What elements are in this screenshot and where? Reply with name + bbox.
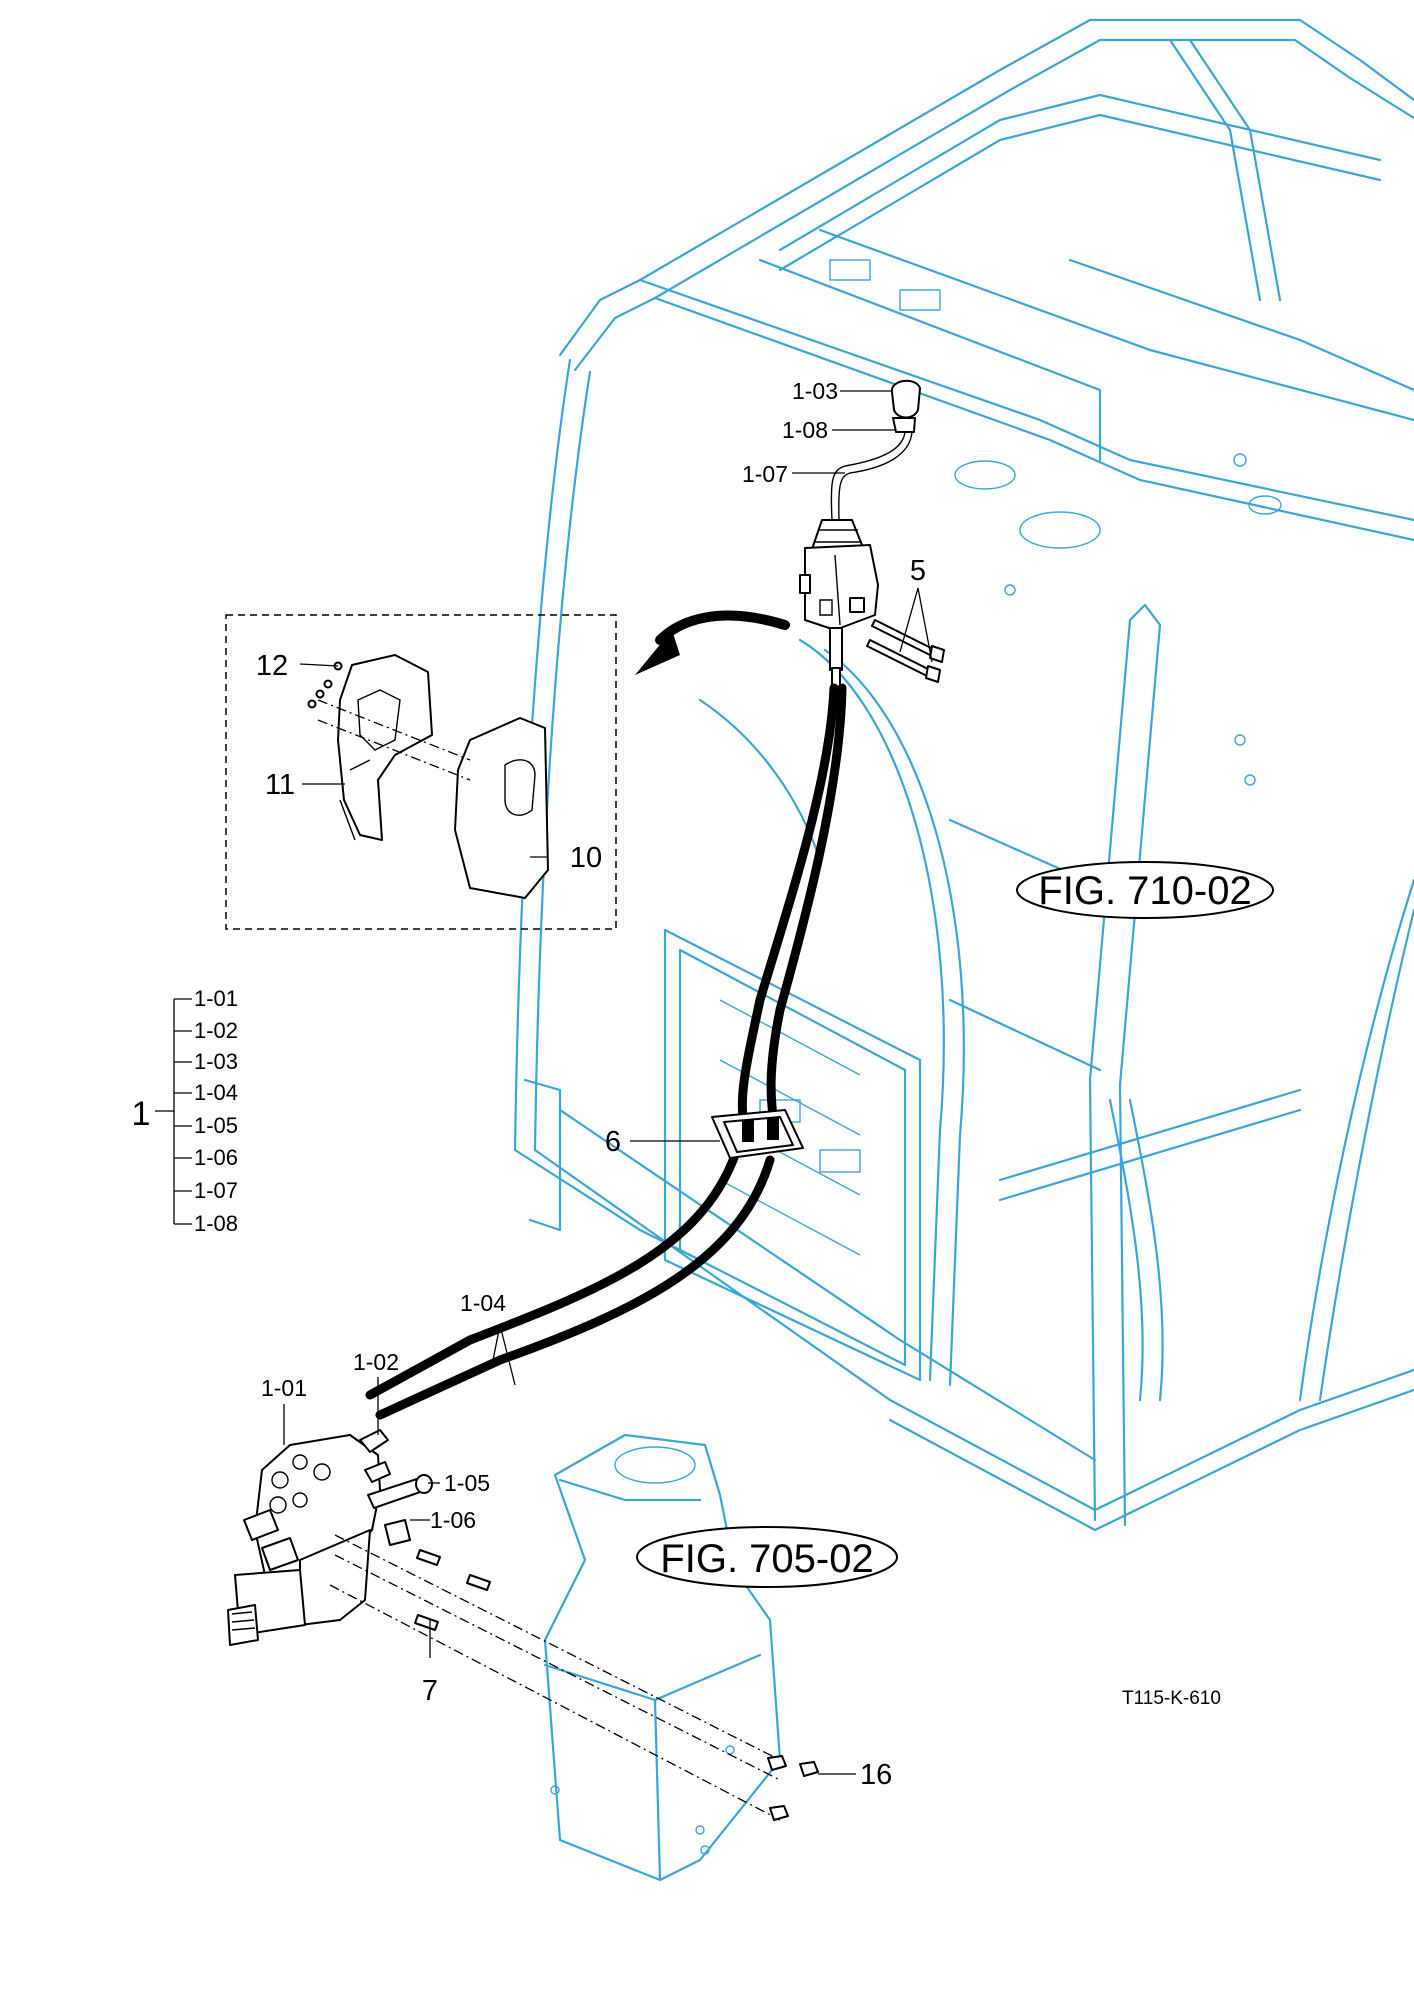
callout-1-03: 1-03 — [792, 378, 838, 404]
control-valve — [227, 1429, 433, 1646]
callout-1-08: 1-08 — [782, 417, 828, 443]
assembly-item-1-03: 1-03 — [194, 1049, 238, 1074]
bolts-item-5 — [866, 619, 945, 683]
leader-lines — [283, 390, 933, 1775]
assembly-item-1-08: 1-08 — [194, 1211, 238, 1236]
assembly-item-1-06: 1-06 — [194, 1145, 238, 1170]
callout-1-04: 1-04 — [460, 1290, 506, 1316]
drawing-code: T115-K-610 — [1122, 1688, 1221, 1709]
assembly-item-1-05: 1-05 — [194, 1113, 238, 1138]
assembly-item-1-01: 1-01 — [194, 986, 238, 1011]
callout-1-07: 1-07 — [742, 461, 788, 487]
hose-pair — [365, 683, 847, 1420]
callout-1-06: 1-06 — [430, 1507, 476, 1533]
assembly-item-1-07: 1-07 — [194, 1178, 238, 1203]
callout-6: 6 — [605, 1126, 621, 1158]
callout-5: 5 — [910, 555, 926, 587]
fig-710-02-ellipse[interactable] — [1016, 861, 1274, 919]
callout-1-02: 1-02 — [353, 1349, 399, 1375]
callout-1-01: 1-01 — [261, 1375, 307, 1401]
nuts-item-16 — [767, 1755, 819, 1821]
studs-item-7 — [329, 1534, 781, 1821]
assembly-bracket — [155, 998, 192, 1225]
callout-11: 11 — [265, 769, 295, 801]
callout-12: 12 — [256, 650, 288, 682]
labels: FIG. 710-02 FIG. 705-02 1-03 1-08 1-07 5… — [132, 378, 1252, 1791]
detail-inset — [225, 614, 617, 930]
mounting-pedestal — [543, 1433, 782, 1882]
ref-fig-705-02[interactable]: FIG. 705-02 — [660, 1537, 873, 1581]
callout-16: 16 — [860, 1759, 892, 1791]
assembly-number: 1 — [132, 1095, 151, 1133]
detail-arrow — [635, 610, 790, 675]
grommet-item-6 — [711, 1109, 804, 1159]
callout-7: 7 — [422, 1675, 438, 1707]
ref-fig-710-02[interactable]: FIG. 710-02 — [1038, 869, 1251, 913]
callout-10: 10 — [570, 842, 602, 874]
cab-frame — [513, 18, 1414, 1532]
fig-705-02-ellipse[interactable] — [636, 1526, 898, 1588]
callout-1-05: 1-05 — [444, 1470, 490, 1496]
assembly-item-1-02: 1-02 — [194, 1018, 238, 1043]
joystick-lever — [799, 379, 921, 689]
assembly-item-1-04: 1-04 — [194, 1080, 238, 1105]
